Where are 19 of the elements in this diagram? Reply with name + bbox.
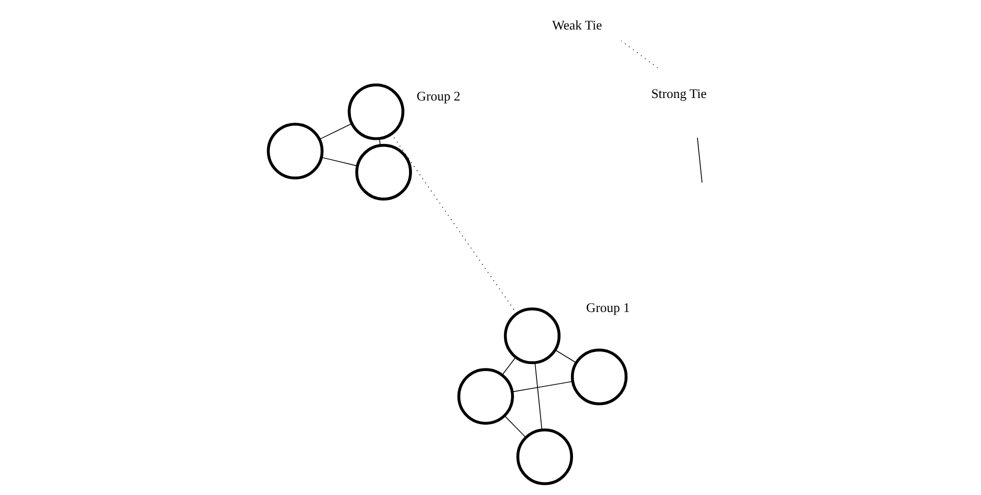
node-circle [503, 308, 560, 364]
connector [511, 381, 572, 392]
connector [318, 123, 352, 140]
node-circle [266, 122, 324, 180]
connector [501, 356, 516, 376]
node-circle [570, 348, 628, 406]
node-circle [354, 144, 412, 201]
node-circle [456, 368, 514, 425]
legend-label: Strong Tie [650, 86, 706, 102]
node-circle [347, 83, 404, 140]
node-circle [516, 428, 573, 486]
connector [504, 415, 526, 438]
connector [534, 362, 542, 430]
label: Group 1 [586, 300, 630, 315]
label: Group 2 [416, 88, 460, 104]
legend-label: Weak Tie [552, 17, 602, 32]
connector [554, 350, 576, 364]
connector [320, 156, 358, 166]
connector [378, 138, 380, 146]
